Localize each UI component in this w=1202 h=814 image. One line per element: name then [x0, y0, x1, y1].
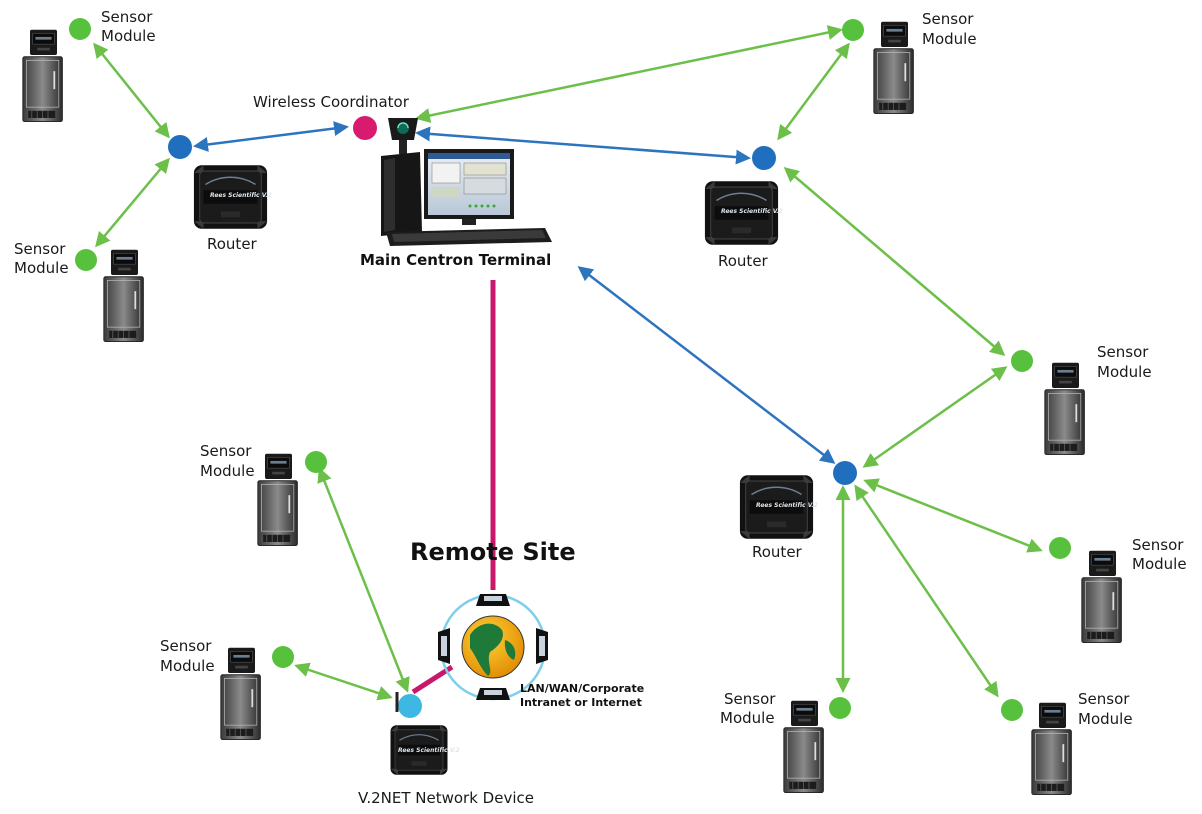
- label-main-terminal: Main Centron Terminal: [360, 251, 551, 269]
- label-network-device: V.2NET Network Device: [358, 789, 534, 807]
- freezer-unit-icon-bl-top: [257, 453, 298, 547]
- wired-link-network-device: [411, 664, 454, 695]
- sensor-node-tl: [69, 18, 91, 40]
- label-router-br: Router: [752, 543, 803, 561]
- label-sensor-right-2: Module: [1097, 363, 1152, 381]
- sensor-node-left: [75, 249, 97, 271]
- link-router-tl-coordinator: [193, 121, 349, 152]
- label-router-tl: Router: [207, 235, 258, 253]
- router-box-icon-br: Rees Scientific V.2: [739, 474, 818, 540]
- link-router-tr-sensor-right: [783, 167, 1006, 356]
- label-sensor-br1-1: Sensor: [1132, 536, 1184, 554]
- label-sensor-bl-2: Module: [160, 657, 215, 675]
- router-node-br: [833, 461, 857, 485]
- globe-network-icon: [438, 593, 548, 701]
- link-router-br-sensor-br2: [854, 484, 999, 698]
- label-wireless-coordinator: Wireless Coordinator: [253, 93, 410, 111]
- label-sensor-bm-2: Module: [720, 709, 775, 727]
- svg-text:Rees Scientific V.2: Rees Scientific V.2: [398, 747, 460, 754]
- desktop-computer-icon: [381, 118, 552, 246]
- label-sensor-br2-2: Module: [1078, 710, 1133, 728]
- label-sensor-tl-2: Module: [101, 27, 156, 45]
- router-node-tr: [752, 146, 776, 170]
- link-sensor-bl-top-device: [317, 467, 410, 693]
- network-device-node: [398, 694, 422, 718]
- sensor-node-bl: [272, 646, 294, 668]
- router-box-icon-tr: Rees Scientific V.2: [704, 180, 783, 246]
- label-sensor-bl-top-1: Sensor: [200, 442, 252, 460]
- label-lan-wan-2: Intranet or Internet: [520, 696, 642, 709]
- link-sensor-tr-router: [777, 42, 850, 141]
- freezer-unit-icon-left: [103, 249, 144, 343]
- link-sensor-left-router: [95, 157, 170, 248]
- freezer-unit-icon-bm: [783, 700, 824, 794]
- label-sensor-tl-1: Sensor: [101, 8, 153, 26]
- label-sensor-bm-1: Sensor: [724, 690, 776, 708]
- sensor-node-br1: [1049, 537, 1071, 559]
- sensor-node-bl-top: [305, 451, 327, 473]
- freezer-unit-icon-bl: [220, 647, 261, 741]
- label-sensor-tr-1: Sensor: [922, 10, 974, 28]
- freezer-unit-icon-br1: [1081, 550, 1122, 644]
- network-device-box-icon: Rees Scientific V.2: [389, 692, 460, 776]
- sensor-node-br2: [1001, 699, 1023, 721]
- label-sensor-left-1: Sensor: [14, 240, 66, 258]
- label-remote-site: Remote Site: [410, 538, 576, 566]
- label-sensor-br1-2: Module: [1132, 555, 1187, 573]
- link-terminal-router-tr: [415, 126, 751, 165]
- link-sensor-bl-device: [294, 662, 393, 701]
- link-sensor-tl-router: [93, 42, 170, 139]
- link-coordinator-sensor-tr: [415, 25, 843, 123]
- label-sensor-left-2: Module: [14, 259, 69, 277]
- sensor-node-right: [1011, 350, 1033, 372]
- link-terminal-router-br: [577, 266, 836, 464]
- label-sensor-bl-top-2: Module: [200, 462, 255, 480]
- sensor-node-tr: [842, 19, 864, 41]
- label-sensor-bl-1: Sensor: [160, 637, 212, 655]
- label-sensor-right-1: Sensor: [1097, 343, 1149, 361]
- freezer-unit-icon-tr: [873, 21, 914, 115]
- router-node-tl: [168, 135, 192, 159]
- label-lan-wan-1: LAN/WAN/Corporate: [520, 682, 644, 695]
- svg-text:Rees Scientific V.2: Rees Scientific V.2: [721, 208, 783, 215]
- label-router-tr: Router: [718, 252, 769, 270]
- wireless-coordinator-node: [353, 116, 377, 140]
- freezer-unit-icon-right: [1044, 362, 1085, 456]
- label-sensor-br2-1: Sensor: [1078, 690, 1130, 708]
- freezer-unit-icon-tl: [22, 29, 63, 123]
- sensor-node-bm: [829, 697, 851, 719]
- label-sensor-tr-2: Module: [922, 30, 977, 48]
- link-sensor-right-router-br: [862, 366, 1008, 468]
- router-box-icon-tl: Rees Scientific V.2: [193, 164, 272, 230]
- freezer-unit-icon-br2: [1031, 702, 1072, 796]
- svg-text:Rees Scientific V.2: Rees Scientific V.2: [756, 502, 818, 509]
- svg-text:Rees Scientific V.2: Rees Scientific V.2: [210, 192, 272, 199]
